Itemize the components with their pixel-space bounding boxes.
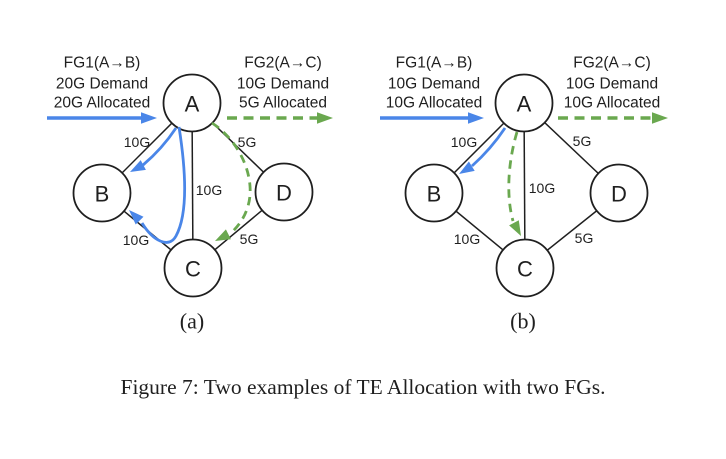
fg1-name-label: FG1(A→B)	[396, 55, 473, 72]
fg2-allocated-label: 10G Allocated	[564, 95, 661, 112]
fg2-name-label: FG2(A→C)	[244, 55, 322, 72]
node-d	[254, 162, 314, 222]
node-a	[162, 73, 222, 133]
subfigure-label-b: (b)	[510, 309, 536, 334]
node-d	[589, 163, 649, 223]
node-d-label: D	[611, 182, 627, 207]
node-c-label: C	[517, 257, 533, 282]
node-d-label: D	[276, 181, 292, 206]
fg2-demand-label: 10G Demand	[566, 76, 658, 93]
node-c-label: C	[185, 257, 201, 282]
fg1-allocated-label: 10G Allocated	[386, 95, 483, 112]
node-b-label: B	[95, 182, 110, 207]
diagram-b: FG1(A→B) 10G Demand 10G Allocated FG2(A→…	[380, 55, 668, 334]
fg2-name-label: FG2(A→C)	[573, 55, 651, 72]
fg2-path-a-d-c-arrowhead-icon	[215, 229, 231, 241]
node-c	[163, 238, 223, 298]
fg2-demand-label: 10G Demand	[237, 76, 329, 93]
node-a-label: A	[517, 92, 532, 117]
fg1-path-a-b-arrowhead-icon	[130, 160, 146, 172]
edge-label-c-d: 5G	[575, 230, 594, 246]
edge-label-a-d: 5G	[238, 134, 257, 150]
fg1-path-a-b	[142, 127, 178, 167]
fg2-path-a-c	[507, 131, 519, 222]
fg1-path-a-c-b-arrowhead-icon	[129, 210, 144, 225]
fg2-allocated-label: 5G Allocated	[239, 95, 327, 112]
edge-label-b-c: 10G	[454, 231, 480, 247]
fg1-demand-label: 20G Demand	[56, 76, 148, 93]
diagram-a: FG1(A→B) 20G Demand 20G Allocated FG2(A→…	[47, 55, 333, 334]
fg2-path-a-c-arrowhead-icon	[509, 220, 521, 236]
subfigure-label-a: (a)	[180, 309, 204, 334]
fg1-path-a-c-b	[140, 126, 186, 244]
node-b	[404, 163, 464, 223]
node-b-label: B	[427, 182, 442, 207]
node-a-label: A	[185, 92, 200, 117]
edge-label-a-c: 10G	[196, 182, 222, 198]
fg1-allocated-label: 20G Allocated	[54, 95, 151, 112]
fg1-name-label: FG1(A→B)	[64, 55, 141, 72]
edge-label-a-c: 10G	[529, 180, 555, 196]
fg1-flow-arrowhead-icon	[468, 112, 484, 124]
edge-label-b-c: 10G	[123, 232, 149, 248]
node-c	[495, 238, 555, 298]
edge-label-a-d: 5G	[573, 133, 592, 149]
fg2-path-a-d-c	[211, 121, 252, 235]
edge-label-c-d: 5G	[240, 231, 259, 247]
edge-label-a-b: 10G	[451, 134, 477, 150]
fg1-demand-label: 10G Demand	[388, 76, 480, 93]
node-a	[494, 73, 554, 133]
fg1-flow-arrowhead-icon	[141, 112, 157, 124]
fg1-path-a-b-arrowhead-icon	[459, 161, 475, 174]
fg2-flow-arrowhead-icon	[652, 112, 668, 124]
edge-label-a-b: 10G	[124, 134, 150, 150]
fg1-path-a-b	[471, 127, 507, 168]
fg2-flow-arrowhead-icon	[317, 112, 333, 124]
figure-caption: Figure 7: Two examples of TE Allocation …	[121, 375, 606, 399]
node-b	[72, 163, 132, 223]
